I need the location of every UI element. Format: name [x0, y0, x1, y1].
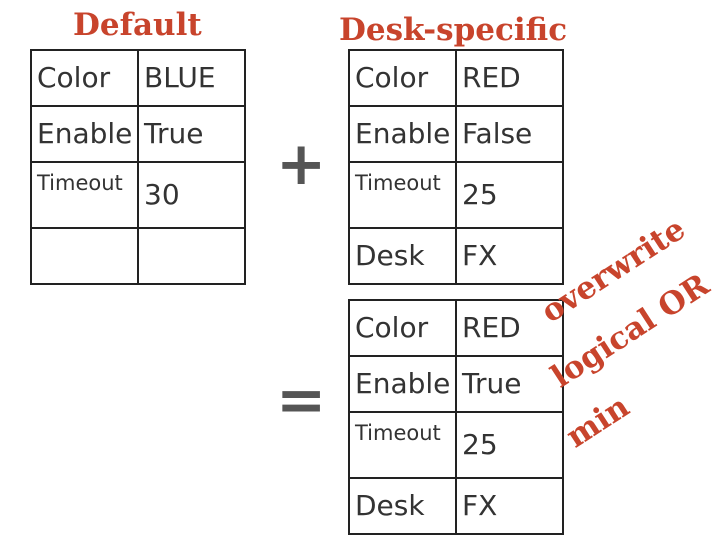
key-cell: Color [30, 49, 139, 107]
min-note: min [559, 388, 636, 456]
value-cell: FX [455, 477, 564, 535]
key-cell: Enable [348, 105, 457, 163]
key-cell: Enable [348, 355, 457, 413]
table-row: Timeout 25 [348, 411, 564, 479]
table-row: Desk FX [348, 227, 564, 285]
value-cell: True [137, 105, 246, 163]
equals-operator: = [276, 365, 327, 435]
key-cell [30, 227, 139, 285]
desk-specific-table: Color RED Enable False Timeout 25 Desk F… [348, 49, 564, 285]
table-row: Desk FX [348, 477, 564, 535]
table-row: Enable True [30, 105, 246, 163]
table-row: Color RED [348, 49, 564, 107]
table-row: Timeout 30 [30, 161, 246, 229]
key-cell: Desk [348, 227, 457, 285]
key-cell: Enable [30, 105, 139, 163]
value-cell: RED [455, 299, 564, 357]
desk-specific-title: Desk-specific [339, 12, 568, 48]
value-cell: 25 [455, 411, 564, 479]
table-row [30, 227, 246, 285]
key-cell: Color [348, 49, 457, 107]
table-row: Timeout 25 [348, 161, 564, 229]
default-table: Color BLUE Enable True Timeout 30 [30, 49, 246, 285]
key-cell: Desk [348, 477, 457, 535]
plus-operator: + [276, 129, 327, 199]
value-cell: 30 [137, 161, 246, 229]
value-cell: BLUE [137, 49, 246, 107]
key-cell: Timeout [30, 161, 139, 229]
table-row: Enable True [348, 355, 564, 413]
value-cell: True [455, 355, 564, 413]
table-row: Enable False [348, 105, 564, 163]
value-cell: FX [455, 227, 564, 285]
value-cell: False [455, 105, 564, 163]
value-cell [137, 227, 246, 285]
key-cell: Timeout [348, 161, 457, 229]
table-row: Color BLUE [30, 49, 246, 107]
key-cell: Timeout [348, 411, 457, 479]
table-row: Color RED [348, 299, 564, 357]
value-cell: RED [455, 49, 564, 107]
value-cell: 25 [455, 161, 564, 229]
default-title: Default [73, 7, 202, 43]
key-cell: Color [348, 299, 457, 357]
result-table: Color RED Enable True Timeout 25 Desk FX [348, 299, 564, 535]
